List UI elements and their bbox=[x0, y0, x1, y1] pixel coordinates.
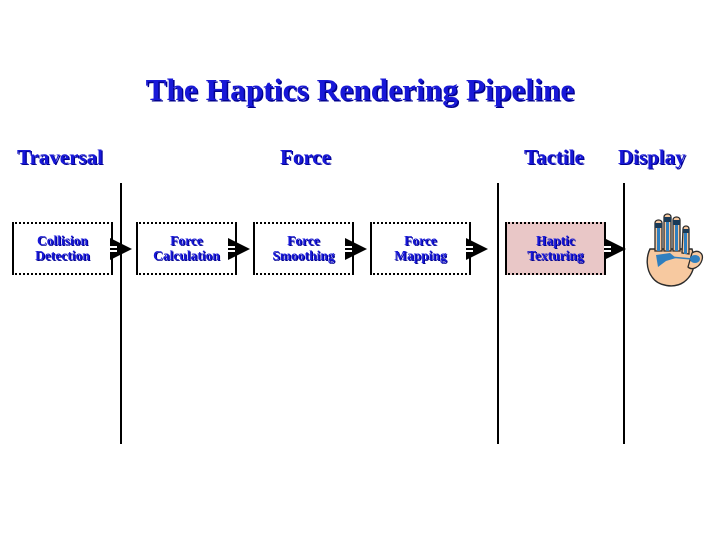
stage-heading-traversal: Traversal bbox=[17, 145, 103, 169]
pipeline-box-force-calculation[interactable]: Force Calculation bbox=[136, 222, 237, 275]
stage-heading-tactile: Tactile bbox=[524, 145, 584, 169]
arrow-right-icon bbox=[228, 236, 250, 262]
arrow-right-icon bbox=[604, 236, 626, 262]
pipeline-box-label-line1: Force bbox=[404, 232, 437, 248]
pipeline-box-force-smoothing[interactable]: Force Smoothing bbox=[253, 222, 354, 275]
stage-heading-display: Display bbox=[618, 145, 686, 169]
section-divider-2 bbox=[497, 183, 499, 444]
pipeline-box-label-line1: Force bbox=[170, 232, 203, 248]
arrow-right-icon bbox=[466, 236, 488, 262]
pipeline-box-label-line2: Texturing bbox=[527, 247, 584, 263]
pipeline-box-haptic-texturing[interactable]: Haptic Texturing bbox=[505, 222, 606, 275]
section-divider-3 bbox=[623, 183, 625, 444]
section-divider-1 bbox=[120, 183, 122, 444]
stage-heading-force: Force bbox=[280, 145, 331, 169]
pipeline-box-label-line2: Detection bbox=[35, 247, 90, 263]
pipeline-box-label-line2: Smoothing bbox=[272, 247, 335, 263]
pipeline-box-label-line2: Calculation bbox=[153, 247, 220, 263]
data-glove-hand-icon bbox=[636, 209, 706, 291]
page-title: The Haptics Rendering Pipeline bbox=[145, 72, 575, 107]
arrow-right-icon bbox=[110, 236, 132, 262]
pipeline-box-label-line1: Force bbox=[287, 232, 320, 248]
pipeline-box-force-mapping[interactable]: Force Mapping bbox=[370, 222, 471, 275]
pipeline-box-label-line1: Collision bbox=[36, 232, 88, 248]
arrow-right-icon bbox=[345, 236, 367, 262]
pipeline-box-label-line2: Mapping bbox=[394, 247, 447, 263]
pipeline-box-collision-detection[interactable]: Collision Detection bbox=[12, 222, 113, 275]
pipeline-box-label-line1: Haptic bbox=[536, 232, 575, 248]
